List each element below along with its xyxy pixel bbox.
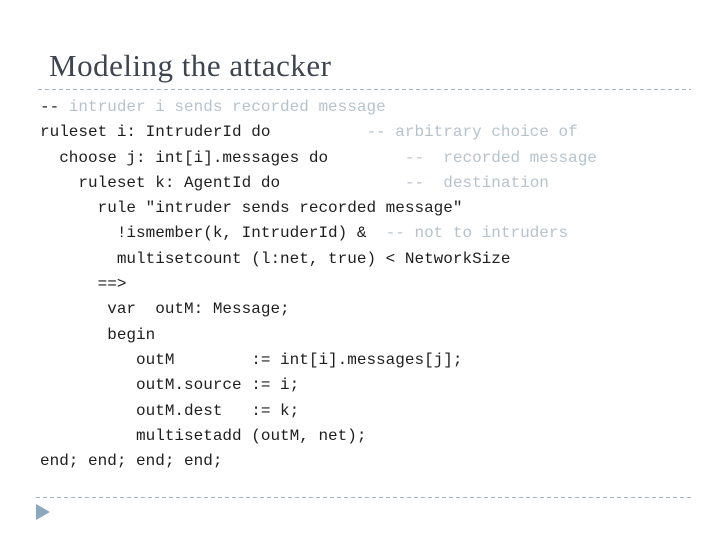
code-line: ruleset i: IntruderId do -- arbitrary ch… xyxy=(40,120,597,145)
code-comment: -- recorded message xyxy=(328,148,597,167)
title-separator xyxy=(38,89,691,90)
code-line: rule "intruder sends recorded message" xyxy=(40,196,597,221)
code-line: end; end; end; end; xyxy=(40,449,597,474)
code-line: multisetcount (l:net, true) < NetworkSiz… xyxy=(40,247,597,272)
code-line: outM.source := i; xyxy=(40,373,597,398)
right-triangle-icon xyxy=(36,504,50,520)
code-line: ==> xyxy=(40,272,597,297)
code-line: -- intruder i sends recorded message xyxy=(40,95,597,120)
code-text: rule "intruder sends recorded message" xyxy=(40,199,463,218)
code-text: ==> xyxy=(40,275,127,294)
code-text: multisetadd (outM, net); xyxy=(40,426,367,445)
code-text: ruleset k: AgentId do xyxy=(40,173,281,192)
code-text: ruleset i: IntruderId do xyxy=(40,123,271,142)
code-line: begin xyxy=(40,323,597,348)
code-text: var outM: Message; xyxy=(40,300,290,319)
code-line: ruleset k: AgentId do -- destination xyxy=(40,171,597,196)
code-text: outM.source := i; xyxy=(40,376,300,395)
code-line: var outM: Message; xyxy=(40,297,597,322)
code-text: end; end; end; end; xyxy=(40,452,223,471)
code-text: outM := int[i].messages[j]; xyxy=(40,350,463,369)
code-text: choose j: int[i].messages do xyxy=(40,148,329,167)
code-line: multisetadd (outM, net); xyxy=(40,424,597,449)
code-text: multisetcount (l:net, true) < NetworkSiz… xyxy=(40,249,511,268)
code-text: outM.dest := k; xyxy=(40,401,300,420)
code-line: outM := int[i].messages[j]; xyxy=(40,348,597,373)
code-text: !ismember(k, IntruderId) & xyxy=(40,224,367,243)
code-line: choose j: int[i].messages do -- recorded… xyxy=(40,146,597,171)
slide-title: Modeling the attacker xyxy=(49,48,332,83)
code-text: -- xyxy=(40,98,69,116)
code-text: begin xyxy=(40,325,156,344)
code-comment: -- arbitrary choice of xyxy=(270,123,578,142)
code-comment: -- not to intruders xyxy=(366,224,569,243)
code-comment: -- destination xyxy=(280,173,549,192)
code-line: !ismember(k, IntruderId) & -- not to int… xyxy=(40,221,597,246)
code-line: outM.dest := k; xyxy=(40,399,597,424)
code-comment: intruder i sends recorded message xyxy=(68,98,386,116)
footer-separator xyxy=(36,497,691,498)
